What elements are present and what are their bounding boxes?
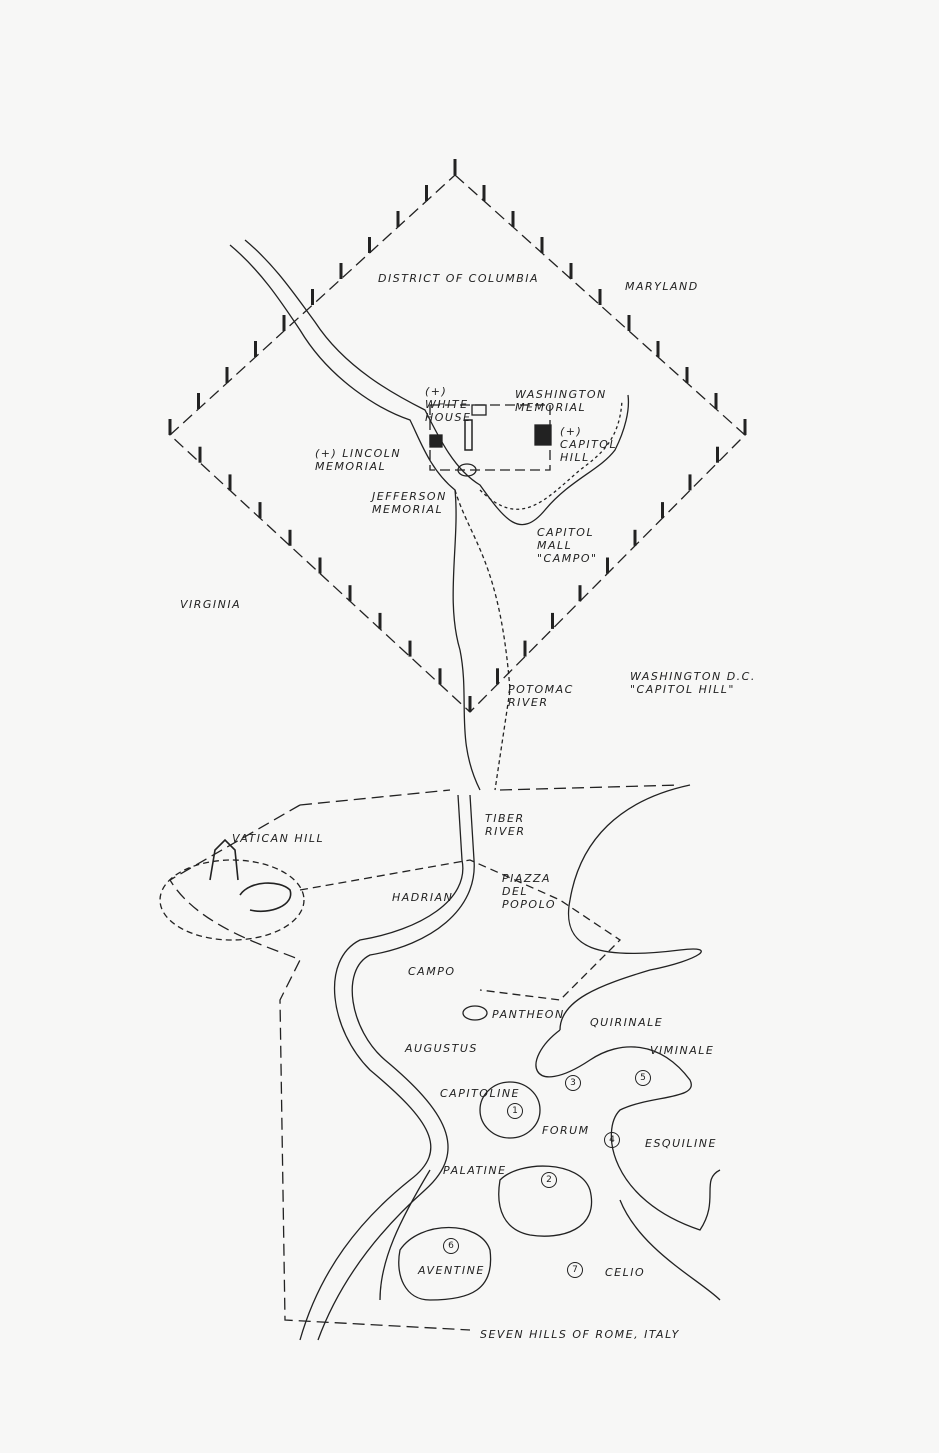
label-rome-caption: Seven Hills of Rome, Italy: [480, 1328, 680, 1341]
boundary-markers: [168, 159, 747, 712]
hill-number-2: 2: [541, 1172, 557, 1188]
label-piazza: Piazza del Popolo: [502, 872, 557, 911]
hill-number-5: 5: [635, 1070, 651, 1086]
label-dc-caption: Washington D.C. "Capitol Hill": [630, 670, 756, 696]
label-capitol-hill: (+) Capitol Hill: [560, 425, 618, 464]
palatine-hill: [498, 1165, 593, 1237]
label-forum: Forum: [542, 1124, 590, 1137]
capitol-mall: [429, 404, 551, 471]
label-capitol-mall: Capitol Mall "Campo": [537, 526, 598, 565]
label-esquiline: Esquiline: [645, 1137, 717, 1150]
dc-boundary: [169, 174, 746, 713]
label-lincoln-memorial: (+) Lincoln Memorial: [315, 447, 402, 473]
label-viminale: Viminale: [650, 1044, 715, 1057]
hill-number-7: 7: [567, 1262, 583, 1278]
label-jefferson-memorial: Jefferson Memorial: [372, 490, 447, 516]
hill-number-1: 1: [507, 1103, 523, 1119]
label-celio: Celio: [605, 1266, 646, 1279]
tiber-river: [299, 794, 464, 1341]
label-virginia: Virginia: [180, 598, 242, 611]
label-augustus: Augustus: [405, 1042, 478, 1055]
label-pantheon: Pantheon: [492, 1008, 565, 1021]
label-aventine: Aventine: [418, 1264, 485, 1277]
label-vatican: Vatican Hill: [232, 832, 325, 845]
hill-number-4: 4: [604, 1132, 620, 1148]
label-campo: Campo: [408, 965, 456, 978]
hill-number-3: 3: [565, 1075, 581, 1091]
potomac-river: [229, 244, 481, 791]
aventine-hill: [398, 1226, 492, 1301]
label-white-house: (+) White House: [425, 385, 472, 424]
label-quirinale: Quirinale: [590, 1016, 664, 1029]
label-palatine: Palatine: [443, 1164, 507, 1177]
label-maryland: Maryland: [625, 280, 699, 293]
rome-outline: [169, 784, 681, 1331]
label-washington-memorial: Washington Memorial: [515, 388, 607, 414]
label-district: District of Columbia: [378, 272, 540, 285]
label-tiber: Tiber River: [485, 812, 526, 838]
pantheon: [462, 1005, 488, 1021]
capitoline-hill: [479, 1081, 541, 1139]
hill-number-6: 6: [443, 1238, 459, 1254]
label-potomac: Potomac River: [508, 683, 574, 709]
label-hadrian: Hadrian: [392, 891, 454, 904]
label-capitoline: Capitoline: [440, 1087, 521, 1100]
vatican-hill: [159, 859, 305, 941]
